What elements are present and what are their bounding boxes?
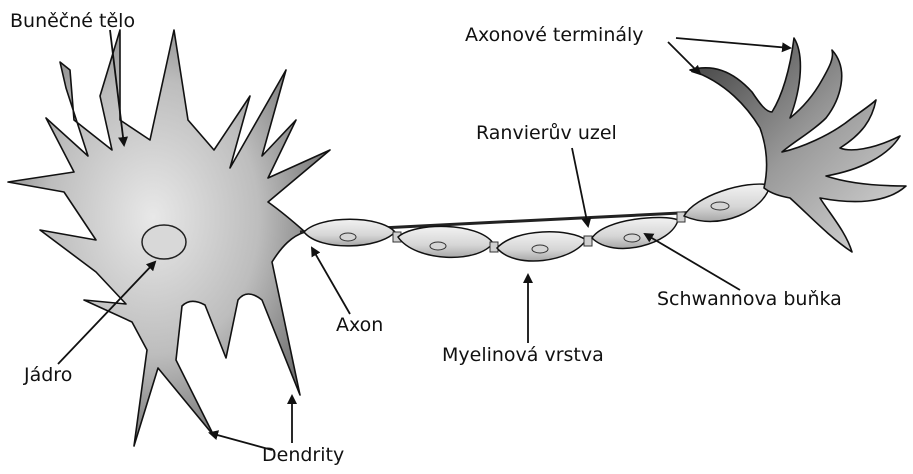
nucleus-shape xyxy=(142,225,186,259)
label-ranvier-node: Ranvierův uzel xyxy=(476,124,617,143)
label-axon-terminals: Axonové terminály xyxy=(465,26,644,45)
label-cell-body: Buněčné tělo xyxy=(10,12,135,31)
label-schwann-cell: Schwannova buňka xyxy=(657,290,842,309)
label-dendrites: Dendrity xyxy=(262,446,344,465)
arrow-terminals-left xyxy=(668,42,700,74)
label-myelin-sheath: Myelinová vrstva xyxy=(442,346,604,365)
schwann-nucleus xyxy=(430,242,446,250)
ranvier-node-shape xyxy=(490,242,498,252)
label-nucleus: Jádro xyxy=(24,366,72,385)
arrow-terminals-right xyxy=(676,38,790,48)
arrow-axon xyxy=(312,248,350,314)
label-axon: Axon xyxy=(336,316,383,335)
myelin-sheath-group xyxy=(304,184,770,261)
myelin-segment xyxy=(398,226,493,257)
schwann-nucleus xyxy=(711,202,729,210)
schwann-nucleus xyxy=(340,233,356,241)
arrow-schwann xyxy=(645,234,740,290)
myelin-segment xyxy=(592,217,678,248)
arrow-ranvier xyxy=(572,148,588,226)
ranvier-node-shape xyxy=(584,236,592,246)
schwann-nucleus xyxy=(624,234,640,242)
schwann-nucleus xyxy=(532,245,548,253)
myelin-segment xyxy=(684,184,770,221)
ranvier-node-shape xyxy=(677,212,685,222)
